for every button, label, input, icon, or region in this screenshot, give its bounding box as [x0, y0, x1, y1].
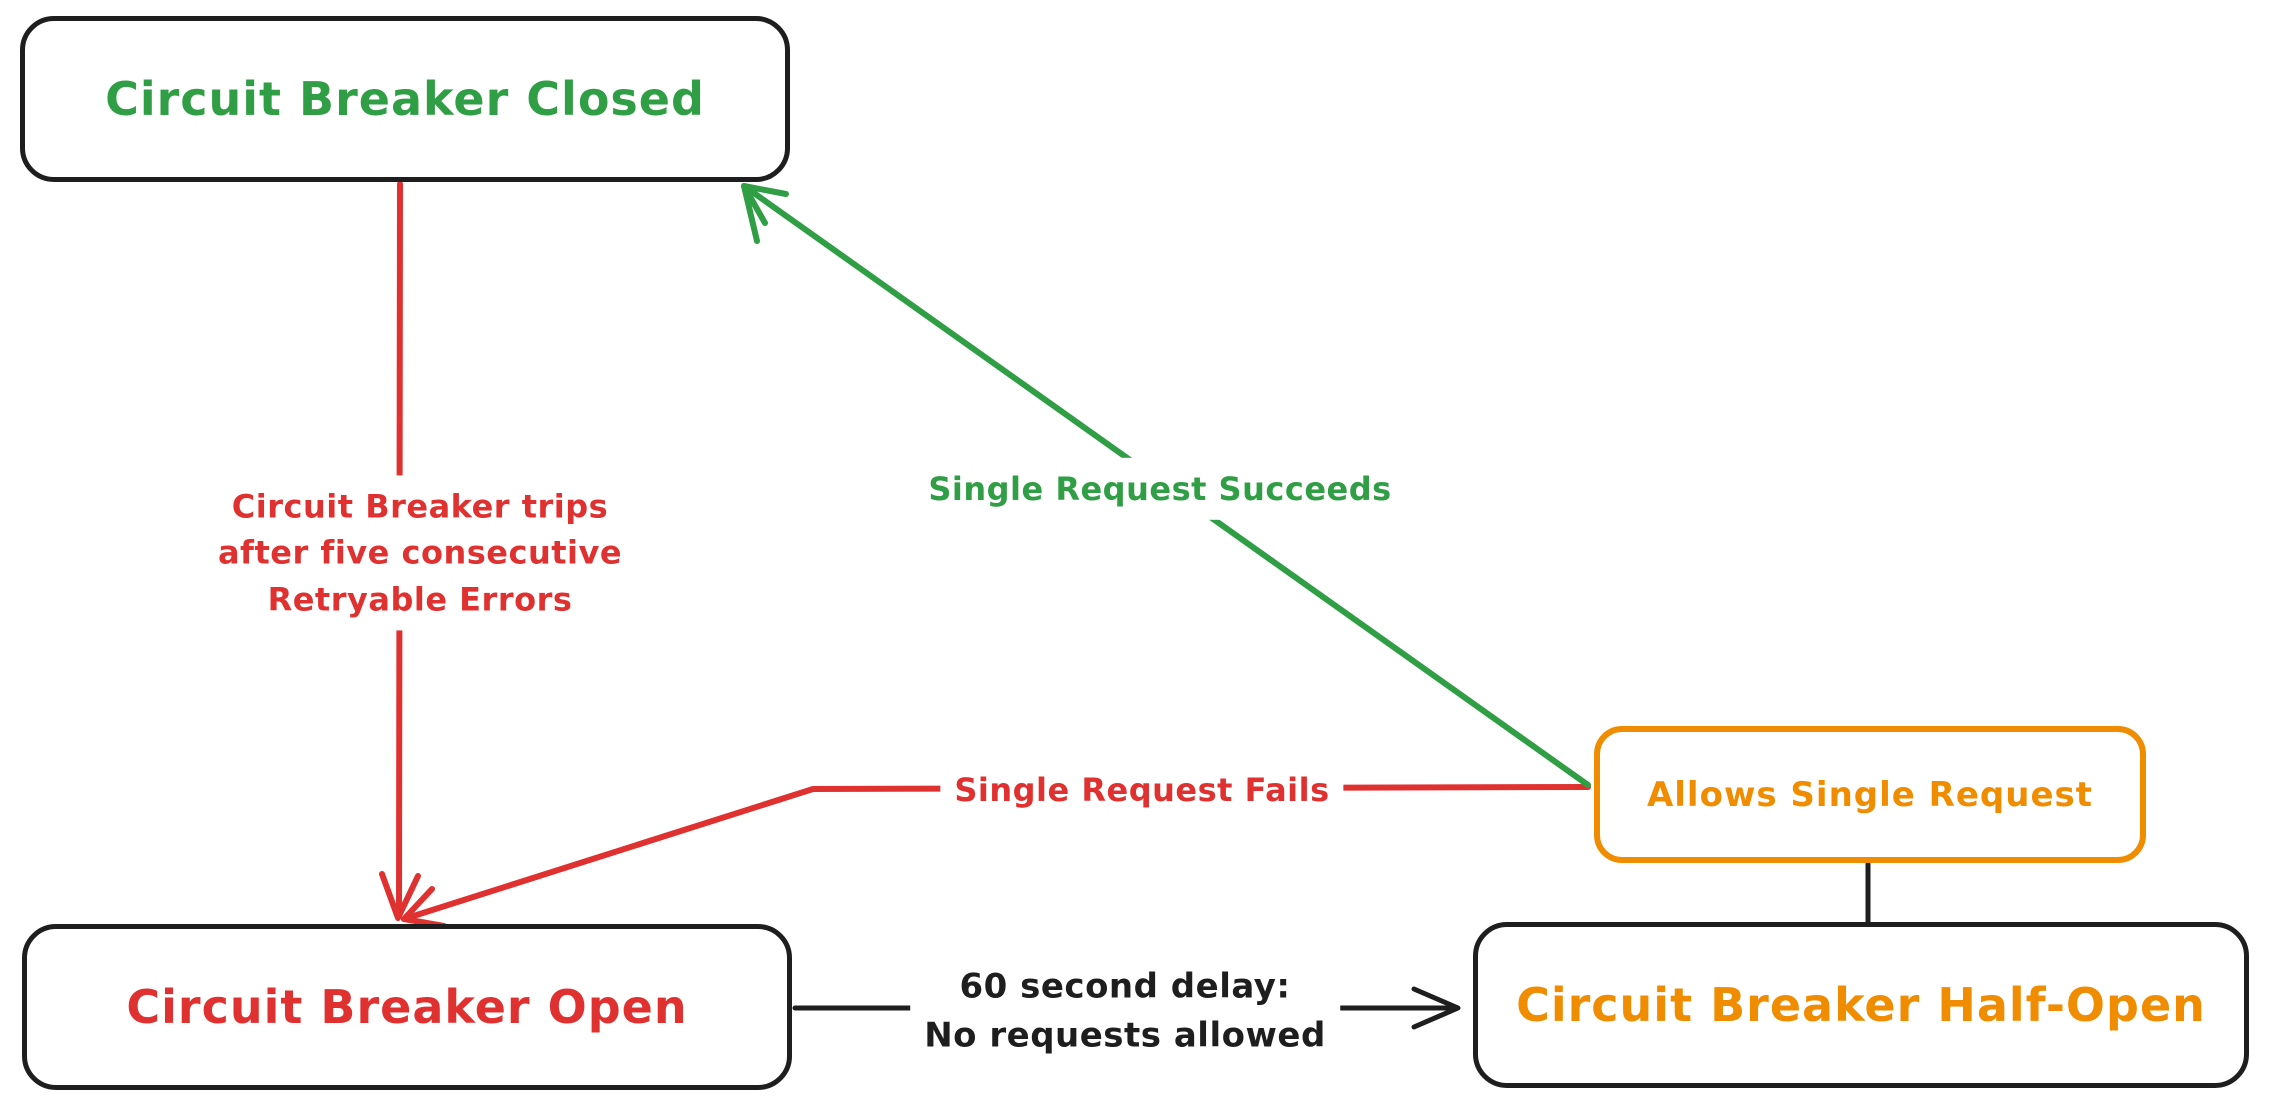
- edge-label-trips: Circuit Breaker trips after five consecu…: [203, 475, 637, 631]
- node-allows-single-request: Allows Single Request: [1594, 726, 2146, 863]
- edge-label-delay: 60 second delay: No requests allowed: [910, 954, 1340, 1070]
- state-label-open: Circuit Breaker Open: [126, 980, 688, 1034]
- state-label-closed: Circuit Breaker Closed: [105, 72, 705, 126]
- state-node-half-open: Circuit Breaker Half-Open: [1473, 922, 2249, 1088]
- edge-label-succeeds: Single Request Succeeds: [914, 457, 1406, 521]
- edge-label-trips-line3: Retryable Errors: [267, 580, 573, 619]
- allows-single-request-label: Allows Single Request: [1646, 774, 2094, 815]
- edge-label-delay-line1: 60 second delay:: [959, 966, 1291, 1007]
- edge-label-trips-line1: Circuit Breaker trips: [231, 487, 609, 526]
- edge-label-fails: Single Request Fails: [940, 758, 1344, 822]
- state-node-closed: Circuit Breaker Closed: [20, 16, 790, 182]
- state-label-half-open: Circuit Breaker Half-Open: [1516, 978, 2206, 1032]
- edge-label-trips-line2: after five consecutive: [217, 533, 623, 572]
- edge-label-delay-line2: No requests allowed: [924, 1016, 1326, 1056]
- state-node-open: Circuit Breaker Open: [22, 924, 792, 1090]
